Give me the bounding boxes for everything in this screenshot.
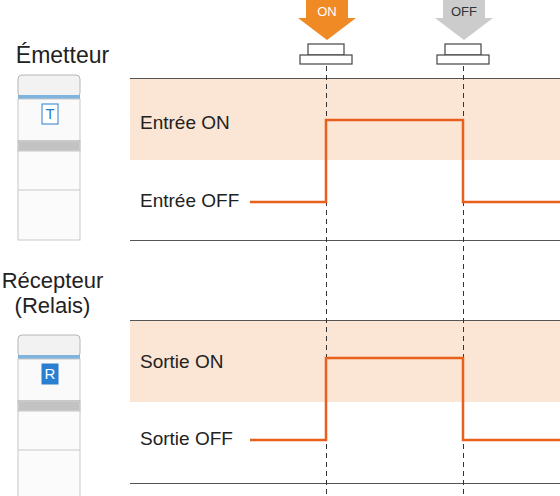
device-heading: Récepteur (Relais) <box>0 268 105 318</box>
on-arrow: ON <box>298 0 356 40</box>
transmitter-device: ÉmetteurT <box>0 40 125 245</box>
separator-line <box>130 79 560 484</box>
arrow-text: OFF <box>435 4 493 20</box>
signal-state-label: Sortie OFF <box>140 428 250 450</box>
signal-state-label: Entrée OFF <box>140 190 250 212</box>
transmitter-device-shape <box>0 40 125 245</box>
off-arrow: OFF <box>435 0 493 40</box>
signal-band: Sortie ON <box>130 321 560 402</box>
push-button <box>300 44 489 64</box>
device-letter: R <box>42 364 58 384</box>
signal-state-label: Sortie ON <box>140 351 300 373</box>
device-letter: T <box>42 104 58 124</box>
arrow-text: ON <box>298 4 356 20</box>
signal-state-label: Entrée ON <box>140 112 300 134</box>
receiver-device: Récepteur (Relais) R <box>0 268 105 496</box>
signal-band: Entrée ON <box>130 79 560 160</box>
device-heading: Émetteur <box>0 42 125 68</box>
